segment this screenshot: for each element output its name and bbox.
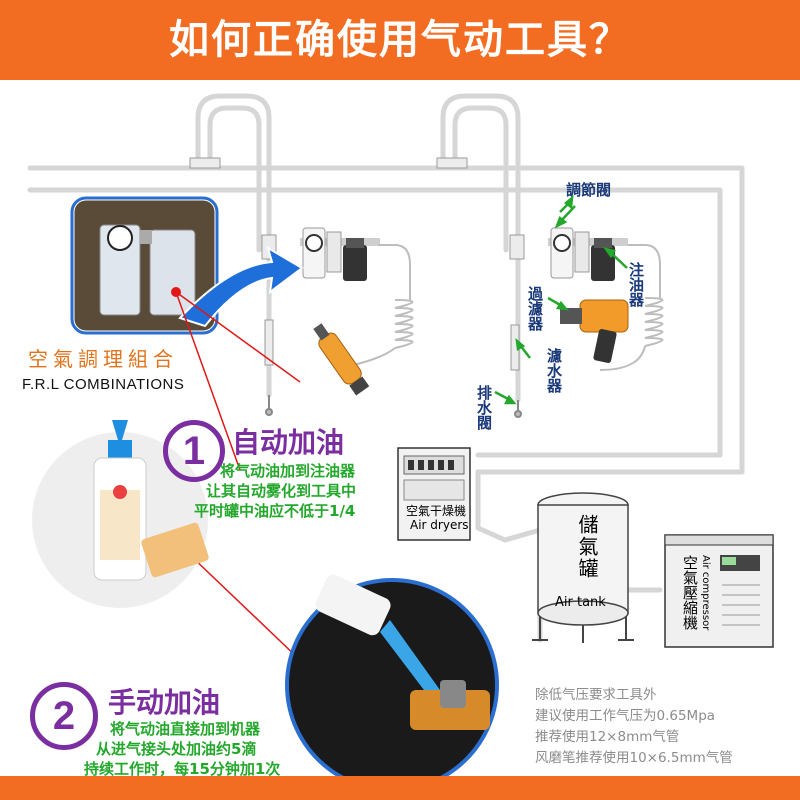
compressor-label-cn: 空氣壓縮機 bbox=[681, 555, 699, 630]
label-filter: 過濾器 bbox=[526, 286, 544, 331]
manual-oiling-photo bbox=[285, 574, 499, 776]
step2-line-1: 将气动油直接加到机器 bbox=[110, 720, 261, 738]
frl-title-cn: 空氣調理組合 bbox=[28, 347, 178, 371]
tank-label-en: Air tank bbox=[555, 595, 606, 610]
air-tank bbox=[532, 492, 634, 643]
indicator-arrows bbox=[494, 195, 628, 405]
impact-wrench-tool bbox=[560, 299, 629, 363]
label-drain-valve: 排水閥 bbox=[475, 385, 493, 430]
note-line-1: 除低气压要求工具外 bbox=[535, 687, 657, 703]
step1-heading: 自动加油 bbox=[232, 426, 345, 459]
coiled-hose-2 bbox=[599, 244, 664, 371]
oil-bottle bbox=[32, 420, 209, 608]
dryer-label-cn: 空氣干燥機 bbox=[406, 504, 467, 518]
air-dryer bbox=[397, 447, 471, 541]
piping-diagram bbox=[27, 93, 774, 776]
drain-valves bbox=[265, 395, 522, 418]
red-connector-lines bbox=[175, 291, 301, 661]
die-grinder-tool bbox=[313, 323, 370, 396]
step1-line-2: 让其自动雾化到工具中 bbox=[206, 482, 357, 500]
frl-unit-2 bbox=[548, 227, 628, 281]
air-compressor bbox=[664, 534, 774, 648]
step1-number: 1 bbox=[163, 420, 225, 482]
title-banner bbox=[0, 0, 800, 80]
note-line-2: 建议使用工作气压为0.65Mpa bbox=[535, 708, 716, 724]
step1-line-3: 平时罐中油应不低于1/4 bbox=[194, 502, 356, 520]
step2-line-2: 从进气接头处加油约5滴 bbox=[96, 740, 257, 758]
air-pipes bbox=[27, 93, 745, 643]
label-regulator: 調節閥 bbox=[566, 181, 612, 199]
frl-title-en: F.R.L COMBINATIONS bbox=[22, 376, 185, 393]
step2-line-3: 持续工作时，每15分钟加1次 bbox=[84, 760, 281, 778]
footer-bar bbox=[0, 776, 800, 800]
frl-photo bbox=[69, 195, 220, 336]
page-title: 如何正确使用气动工具？ bbox=[169, 17, 631, 63]
dryer-label-en: Air dryers bbox=[410, 518, 469, 532]
frl-unit-1 bbox=[300, 227, 380, 281]
label-water-filter: 濾水器 bbox=[545, 348, 563, 393]
label-lubricator: 注油器 bbox=[627, 262, 645, 307]
step2-number: 2 bbox=[30, 682, 98, 750]
pipe-joints bbox=[189, 157, 525, 371]
compressor-label-en: Air compressor bbox=[700, 555, 711, 631]
blue-arrow bbox=[178, 245, 304, 328]
tank-label-cn: 儲氣罐 bbox=[575, 514, 599, 580]
step1-line-1: 将气动油加到注油器 bbox=[220, 462, 356, 480]
step2-heading: 手动加油 bbox=[108, 686, 221, 719]
note-line-3: 推荐使用12×8mm气管 bbox=[535, 729, 680, 745]
note-line-4: 风磨笔推荐使用10×6.5mm气管 bbox=[535, 750, 733, 766]
